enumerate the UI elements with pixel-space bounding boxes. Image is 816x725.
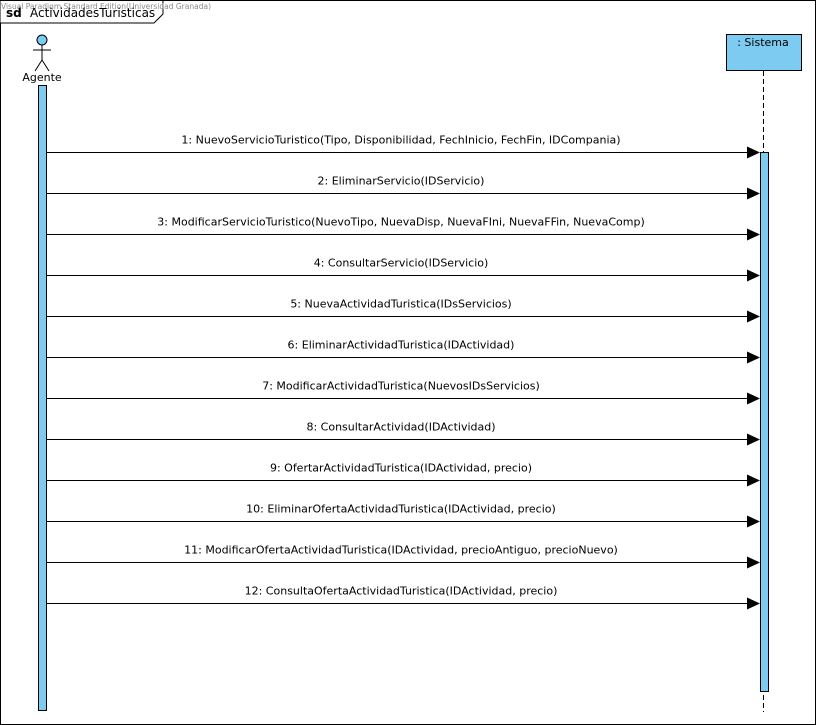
arrowhead-icon: [747, 392, 760, 405]
arrowhead-icon: [747, 515, 760, 528]
message: 11: ModificarOfertaActividadTuristica(ID…: [46, 544, 760, 569]
arrowhead-icon: [747, 269, 760, 282]
message: 10: EliminarOfertaActividadTuristica(IDA…: [46, 503, 760, 528]
message-label: 1: NuevoServicioTuristico(Tipo, Disponib…: [181, 134, 620, 147]
message-label: 7: ModificarActividadTuristica(NuevosIDs…: [262, 380, 540, 393]
message: 8: ConsultarActividad(IDActividad): [46, 421, 760, 446]
message: 6: EliminarActividadTuristica(IDActivida…: [46, 339, 760, 364]
arrowhead-icon: [747, 146, 760, 159]
frame-name: ActividadesTuristicas: [30, 6, 155, 20]
arrowhead-icon: [747, 310, 760, 323]
frame-tab: [0, 0, 164, 24]
message-label: 4: ConsultarServicio(IDServicio): [314, 257, 489, 270]
message: 5: NuevaActividadTuristica(IDsServicios): [46, 298, 760, 323]
message-label: 12: ConsultaOfertaActividadTuristica(IDA…: [245, 585, 558, 598]
message: 1: NuevoServicioTuristico(Tipo, Disponib…: [46, 134, 760, 159]
actor-activation-bar: [38, 85, 47, 711]
arrowhead-icon: [747, 187, 760, 200]
message-label: 6: EliminarActividadTuristica(IDActivida…: [288, 339, 515, 352]
actor-right-leg: [41, 59, 50, 72]
actor-head: [36, 34, 48, 46]
arrowhead-icon: [747, 228, 760, 241]
actor-icon: [33, 34, 51, 72]
actor-left-leg: [34, 59, 43, 72]
system-activation-bar: [760, 152, 769, 692]
system-label: : Sistema: [737, 36, 789, 49]
arrowhead-icon: [747, 351, 760, 364]
message: 3: ModificarServicioTuristico(NuevoTipo,…: [46, 216, 760, 241]
message-label: 3: ModificarServicioTuristico(NuevoTipo,…: [157, 216, 644, 229]
message: 2: EliminarServicio(IDServicio): [46, 175, 760, 200]
frame-keyword: sd: [6, 6, 22, 20]
message: 12: ConsultaOfertaActividadTuristica(IDA…: [46, 585, 760, 610]
message-label: 2: EliminarServicio(IDServicio): [318, 175, 485, 188]
arrowhead-icon: [747, 433, 760, 446]
message-label: 8: ConsultarActividad(IDActividad): [306, 421, 495, 434]
message: 4: ConsultarServicio(IDServicio): [46, 257, 760, 282]
arrowhead-icon: [747, 597, 760, 610]
message: 9: OfertarActividadTuristica(IDActividad…: [46, 462, 760, 487]
messages: 1: NuevoServicioTuristico(Tipo, Disponib…: [46, 134, 760, 610]
watermark: Visual Paradigm Standard Edition(Univers…: [1, 2, 211, 11]
message-label: 5: NuevaActividadTuristica(IDsServicios): [290, 298, 511, 311]
arrowhead-icon: [747, 474, 760, 487]
arrowhead-icon: [747, 556, 760, 569]
message: 7: ModificarActividadTuristica(NuevosIDs…: [46, 380, 760, 405]
actor-label: Agente: [22, 71, 62, 84]
message-label: 10: EliminarOfertaActividadTuristica(IDA…: [246, 503, 556, 516]
system-object-box: [726, 34, 802, 71]
system-lifeline: : Sistema: [726, 34, 802, 712]
message-label: 11: ModificarOfertaActividadTuristica(ID…: [184, 544, 618, 557]
message-label: 9: OfertarActividadTuristica(IDActividad…: [270, 462, 532, 475]
